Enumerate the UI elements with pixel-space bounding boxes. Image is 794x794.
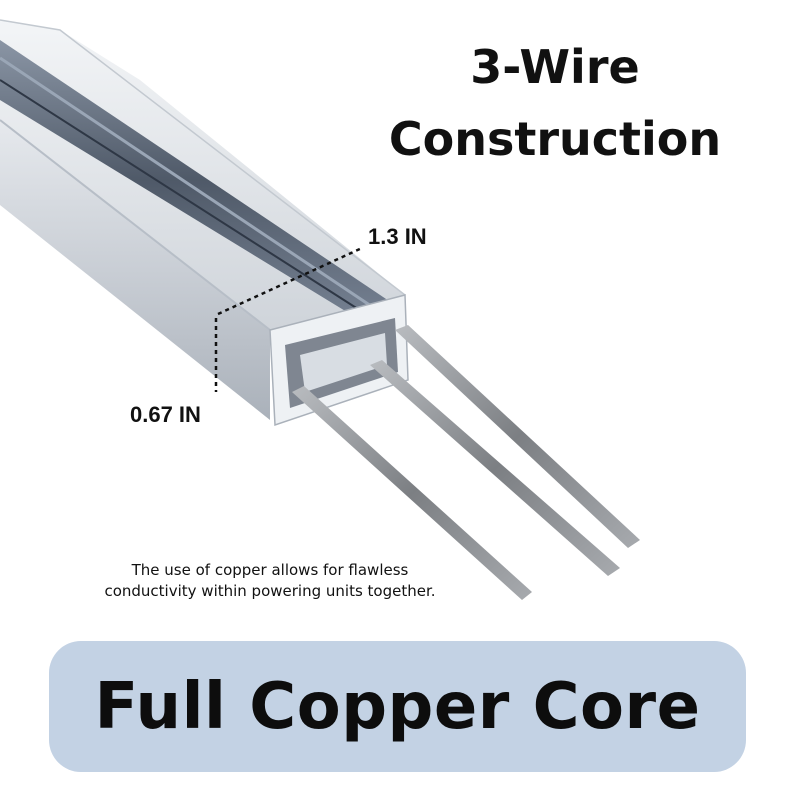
dimension-lines [214, 246, 363, 392]
wire-channel [0, 40, 395, 320]
wire-1 [292, 386, 532, 600]
headline-line-2: Construction [388, 112, 722, 166]
description-line-1: The use of copper allows for flawless [131, 561, 409, 579]
feature-banner: Full Copper Core [49, 641, 746, 772]
wire-2 [370, 360, 620, 576]
copper-wires [292, 325, 640, 600]
description-text: The use of copper allows for flawless co… [40, 560, 500, 602]
headline-line-1: 3-Wire [470, 40, 640, 94]
wire-3 [395, 325, 640, 548]
width-dimension-label: 1.3 IN [368, 224, 427, 249]
banner-text: Full Copper Core [94, 669, 701, 744]
rail-body [0, 19, 409, 427]
description-line-2: conductivity within powering units toget… [104, 582, 436, 600]
width-dimension-line [217, 246, 363, 316]
height-dimension-label: 0.67 IN [130, 402, 201, 427]
